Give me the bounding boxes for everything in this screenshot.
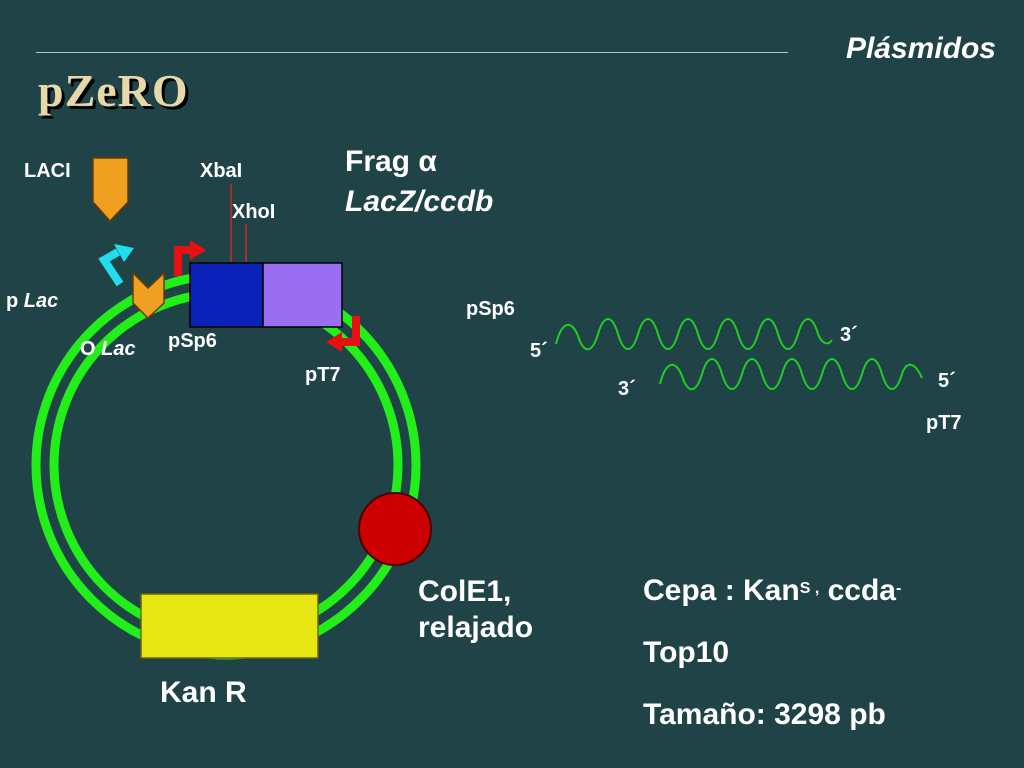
transcript-top-3prime: 3´	[840, 324, 858, 346]
fragment-frag-text: Frag	[345, 145, 411, 178]
laci-label: LACI	[24, 160, 71, 182]
cole1-label: ColE1, relajado	[418, 574, 533, 646]
transcript-bottom-5prime: 5´	[938, 370, 956, 392]
plasmid-size-line: Tamaño: 3298 pb	[643, 698, 886, 731]
olac-label: O Lac	[80, 338, 136, 361]
plac-label-lac: Lac	[23, 290, 59, 312]
olac-label-lac: Lac	[101, 338, 136, 360]
plac-label-p: p	[6, 290, 19, 312]
fragment-gene-text: LacZ/ccdb	[345, 185, 494, 218]
cole1-origin	[358, 492, 432, 566]
fragment-alpha-symbol: α	[418, 145, 437, 178]
fragment-line2: LacZ/ccdb	[345, 182, 493, 222]
section-title: Plásmidos	[845, 32, 996, 65]
laci-gene-arrow	[92, 157, 129, 223]
kan-resistance-label: Kan R	[160, 676, 247, 709]
strain-info: Cepa : KanS , ccda- Top10 Tamaño: 3298 p…	[643, 560, 901, 746]
pt7-transcript-wave	[659, 358, 923, 391]
cole1-label-line1: ColE1,	[418, 575, 512, 608]
psp6-promoter-arrow	[174, 240, 206, 276]
kan-resistance-box	[140, 593, 319, 659]
strain-ccda-sup: -	[895, 580, 902, 597]
fragment-line1: Frag α	[345, 142, 493, 182]
transcript-bottom-3prime: 3´	[618, 378, 636, 400]
psp6-transcript-wave	[555, 318, 833, 351]
plac-label: p Lac	[6, 290, 58, 313]
olac-label-o: O	[80, 338, 96, 360]
psp6-plasmid-label: pSp6	[168, 330, 217, 352]
strain-ccda: ccda	[819, 574, 896, 607]
ccdb-box	[262, 262, 343, 328]
xhoi-label: XhoI	[232, 201, 276, 223]
strain-prefix: Cepa : Kan	[643, 574, 800, 607]
header-divider	[36, 52, 788, 53]
transcript-top-5prime: 5´	[530, 340, 548, 362]
strain-name-line: Top10	[643, 636, 730, 669]
transcript-psp6-label: pSp6	[466, 298, 515, 320]
slide-title: pZeRO	[38, 65, 189, 116]
strain-kan-sup: S ,	[799, 580, 820, 597]
lacz-alpha-box	[189, 262, 264, 328]
transcript-pt7-label: pT7	[926, 412, 962, 434]
fragment-label: Frag α LacZ/ccdb	[345, 142, 493, 222]
strain-genotype-line: Cepa : KanS , ccda-	[643, 560, 901, 622]
olac-operator	[132, 271, 165, 320]
plac-promoter-arrow	[98, 244, 134, 287]
pt7-plasmid-label: pT7	[305, 364, 341, 386]
xbai-label: XbaI	[200, 160, 243, 182]
cole1-label-line2: relajado	[418, 611, 534, 644]
pt7-promoter-arrow	[326, 316, 360, 352]
